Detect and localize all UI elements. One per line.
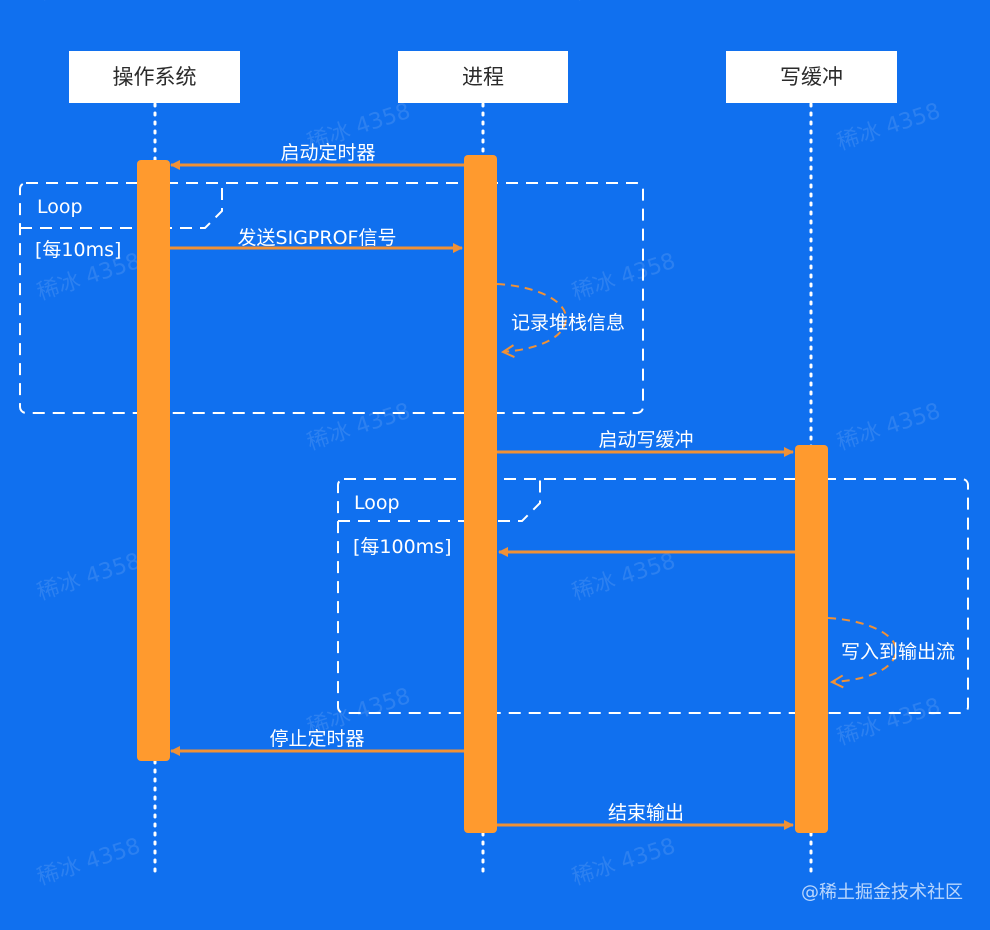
message-start-write-buffer[interactable]: 启动写缓冲 — [497, 429, 794, 457]
loop-condition: [每10ms] — [35, 239, 121, 261]
message-self-arrow — [827, 617, 898, 682]
watermark-text: 稀冰 4358 — [834, 694, 943, 751]
watermark-text: 稀冰 4358 — [569, 0, 678, 6]
message-write-output[interactable]: 写入到输出流 — [827, 617, 955, 682]
message-self-arrow — [496, 283, 568, 352]
watermark-text: 稀冰 4358 — [34, 834, 143, 891]
loop-tag-label: Loop — [37, 196, 83, 218]
participant-buffer[interactable]: 写缓冲 — [726, 51, 897, 103]
message-start-timer[interactable]: 启动定时器 — [170, 142, 464, 170]
loop-condition: [每100ms] — [353, 536, 452, 558]
participant-label: 写缓冲 — [780, 65, 843, 89]
participant-process[interactable]: 进程 — [398, 51, 568, 103]
message-label: 启动定时器 — [280, 142, 375, 164]
loop-frame-10ms: Loop [每10ms] — [19, 182, 644, 414]
watermark-text: 稀冰 4358 — [34, 0, 143, 6]
participant-label: 操作系统 — [113, 65, 197, 89]
message-label: 启动写缓冲 — [598, 429, 693, 451]
message-stop-timer[interactable]: 停止定时器 — [170, 728, 464, 756]
message-label: 记录堆栈信息 — [511, 312, 625, 334]
loop-tag-box — [338, 479, 541, 522]
message-label: 写入到输出流 — [841, 641, 955, 663]
watermark-text: 稀冰 4358 — [569, 834, 678, 891]
watermark-text: 稀冰 4358 — [569, 549, 678, 606]
watermark-text: 稀冰 4358 — [34, 549, 143, 606]
watermark-text: 稀冰 4358 — [569, 249, 678, 306]
loop-frame-100ms: Loop [每100ms] — [337, 478, 969, 714]
message-label: 停止定时器 — [269, 728, 364, 750]
participant-label: 进程 — [462, 65, 504, 89]
participant-box — [398, 51, 568, 103]
message-record-stack[interactable]: 记录堆栈信息 — [496, 283, 625, 352]
loop-tag-box — [20, 183, 223, 229]
loop-frame-border — [19, 182, 644, 414]
source-credit: @稀土掘金技术社区 — [801, 882, 963, 903]
participant-os[interactable]: 操作系统 — [69, 51, 240, 103]
message-end-output[interactable]: 结束输出 — [497, 802, 794, 830]
message-label: 结束输出 — [608, 802, 684, 824]
participant-box — [726, 51, 897, 103]
loop-frame-border — [337, 478, 969, 714]
message-send-sigprof[interactable]: 发送SIGPROF信号 — [170, 227, 463, 253]
watermark-text: 稀冰 4358 — [834, 399, 943, 456]
activation-buffer — [795, 445, 828, 833]
watermark-text: 稀冰 4358 — [834, 99, 943, 156]
watermark-text: 稀冰 4358 — [304, 399, 413, 456]
activation-os — [137, 160, 170, 761]
loop-tag-label: Loop — [354, 492, 400, 514]
participant-box — [69, 51, 240, 103]
activation-process — [464, 155, 497, 833]
message-label: 发送SIGPROF信号 — [238, 227, 397, 249]
